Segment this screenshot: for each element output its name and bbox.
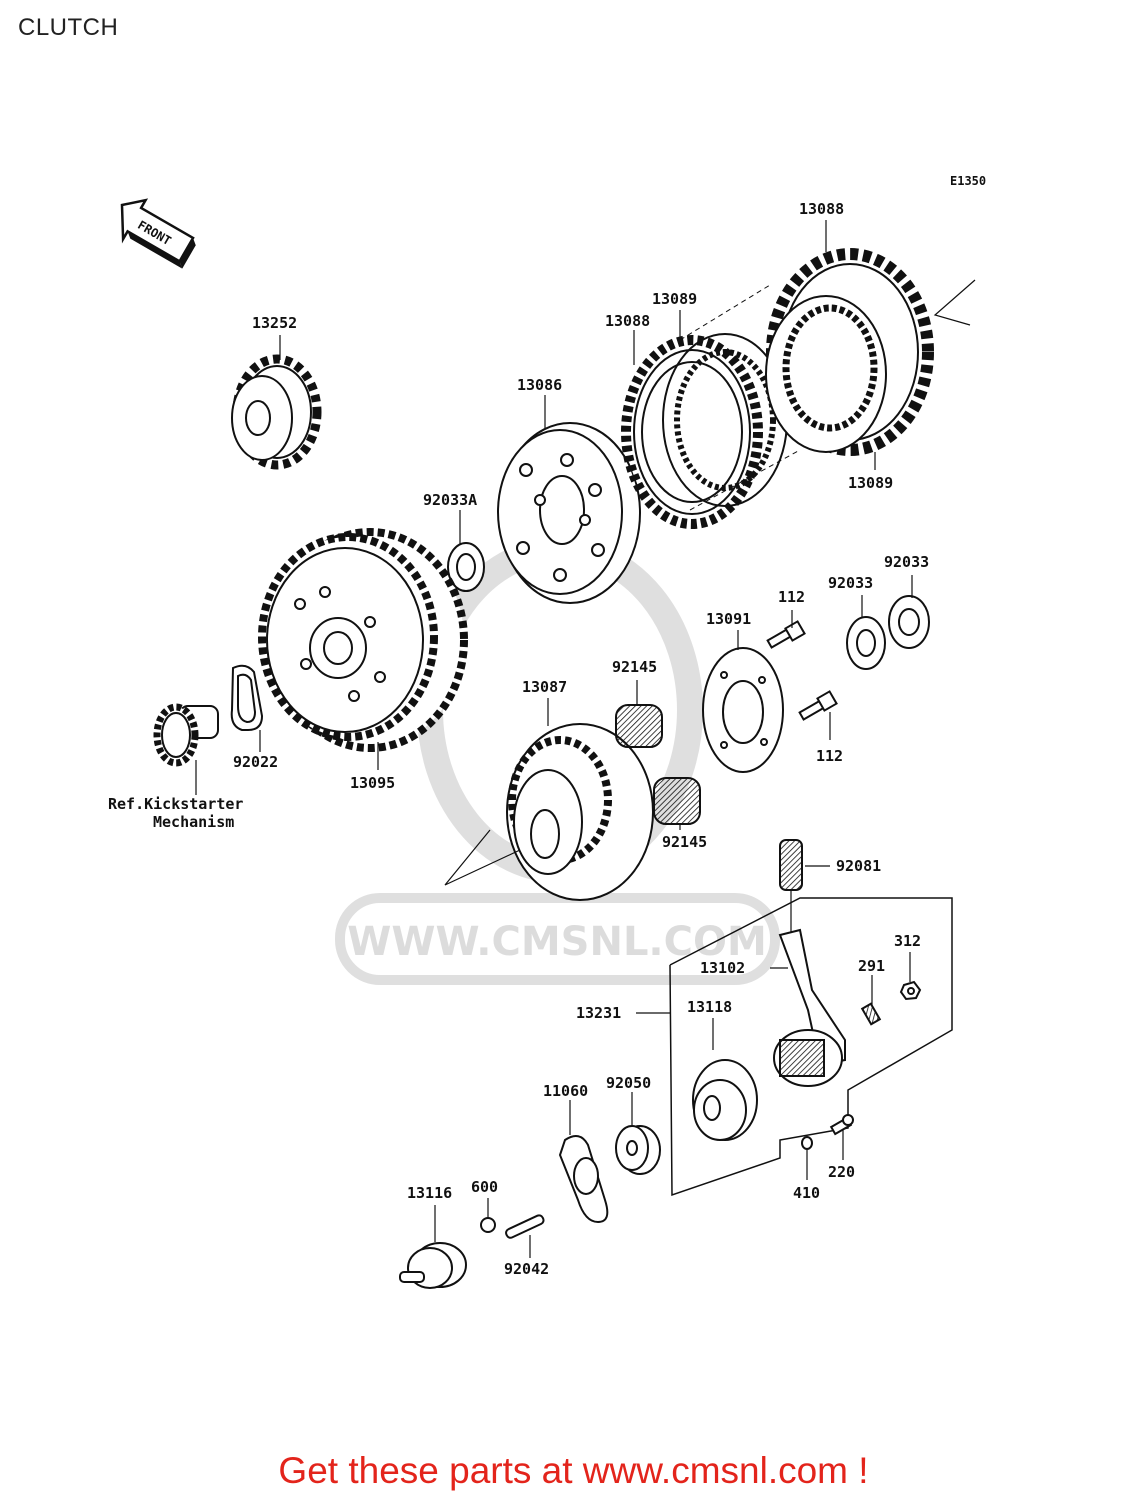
callout-13118: 13118 <box>687 998 732 1016</box>
watermark-text: WWW.CMSNL.COM <box>347 919 767 965</box>
callout-13102: 13102 <box>700 959 745 977</box>
figure-code: E1350 <box>950 174 986 188</box>
spring-92081 <box>779 839 803 932</box>
bolt-112-upper <box>766 620 806 649</box>
clutch-housing-13095 <box>258 528 468 752</box>
front-arrow-icon: FRONT <box>120 198 196 269</box>
callout-13091: 13091 <box>706 610 751 628</box>
page-title: CLUTCH <box>18 14 119 41</box>
ball-600 <box>480 1217 496 1233</box>
callout-92033a: 92033A <box>423 491 477 509</box>
washer-92033a <box>447 542 485 592</box>
callout-13231: 13231 <box>576 1004 621 1022</box>
lever-13102 <box>773 928 846 1087</box>
screw-291 <box>860 1002 882 1026</box>
callout-92050: 92050 <box>606 1074 651 1092</box>
clutch-hub-13087 <box>506 723 654 901</box>
callout-92033-a: 92033 <box>828 574 873 592</box>
spring-92145-lower <box>653 777 701 825</box>
callout-13116: 13116 <box>407 1184 452 1202</box>
callout-312: 312 <box>894 932 921 950</box>
piston-13116 <box>399 1242 467 1289</box>
footer-link[interactable]: Get these parts at www.cmsnl.com ! <box>278 1450 869 1491</box>
kickstarter-gear <box>153 703 219 767</box>
ref-note-line2: Mechanism <box>153 813 234 831</box>
callout-112-lower: 112 <box>816 747 843 765</box>
spring-92145-upper <box>615 704 663 748</box>
plate-13086 <box>497 422 641 604</box>
washer-92033-b <box>888 595 930 649</box>
callout-410: 410 <box>793 1184 820 1202</box>
callout-11060: 11060 <box>543 1082 588 1100</box>
footer-cta[interactable]: Get these parts at www.cmsnl.com ! <box>0 1450 1147 1492</box>
seal-92050 <box>615 1125 661 1175</box>
plate-13091 <box>702 647 784 773</box>
callout-13088-mid: 13088 <box>605 312 650 330</box>
callout-13088-top: 13088 <box>799 200 844 218</box>
pin-92042 <box>505 1214 545 1239</box>
callout-92022: 92022 <box>233 753 278 771</box>
callout-92081: 92081 <box>836 857 881 875</box>
nut-312 <box>899 980 922 1001</box>
assembly-bracket-13231 <box>669 897 953 1197</box>
callout-13089-bottom: 13089 <box>848 474 893 492</box>
washer-92033-a <box>846 616 886 670</box>
washer-410 <box>801 1136 813 1150</box>
callout-92145-lower: 92145 <box>662 833 707 851</box>
callout-13089-top: 13089 <box>652 290 697 308</box>
screw-220 <box>829 1114 854 1136</box>
steel-plate-13089-rear <box>765 295 887 453</box>
housing-13118 <box>692 1059 758 1141</box>
callout-13086: 13086 <box>517 376 562 394</box>
callout-13252: 13252 <box>252 314 297 332</box>
callout-291: 291 <box>858 957 885 975</box>
callout-220: 220 <box>828 1163 855 1181</box>
callout-92033-b: 92033 <box>884 553 929 571</box>
callout-92145-upper: 92145 <box>612 658 657 676</box>
gasket-92022 <box>230 664 264 731</box>
gasket-11060 <box>558 1135 609 1224</box>
callout-13087: 13087 <box>522 678 567 696</box>
friction-plate-13088-front <box>621 335 763 529</box>
callout-92042: 92042 <box>504 1260 549 1278</box>
ref-note-line1: Ref.Kickstarter <box>108 795 243 813</box>
bolt-112-lower <box>798 690 838 721</box>
callout-13095: 13095 <box>350 774 395 792</box>
leader-lines <box>195 220 913 1258</box>
gear-13252 <box>231 354 322 470</box>
callout-112-upper: 112 <box>778 588 805 606</box>
callout-600: 600 <box>471 1178 498 1196</box>
